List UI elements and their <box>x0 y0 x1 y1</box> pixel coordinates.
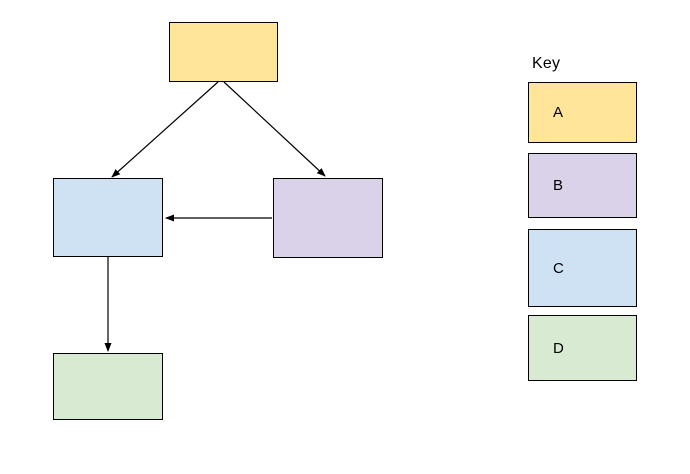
key-item-d-label: D <box>553 339 564 357</box>
key-title: Key <box>532 55 561 72</box>
edge-a-to-b <box>223 81 326 177</box>
node-c <box>53 178 163 257</box>
key-item-a-label: A <box>553 104 564 121</box>
edge-a-to-c <box>111 81 219 178</box>
key-item-b: B <box>528 153 637 218</box>
node-a <box>169 22 278 82</box>
key-item-d: D <box>528 315 637 381</box>
node-d <box>53 353 163 420</box>
node-b <box>273 178 383 258</box>
key-item-c: C <box>528 229 637 307</box>
key-item-c-label: C <box>553 259 564 277</box>
key-item-b-label: B <box>553 177 564 194</box>
key-item-a: A <box>528 82 637 143</box>
